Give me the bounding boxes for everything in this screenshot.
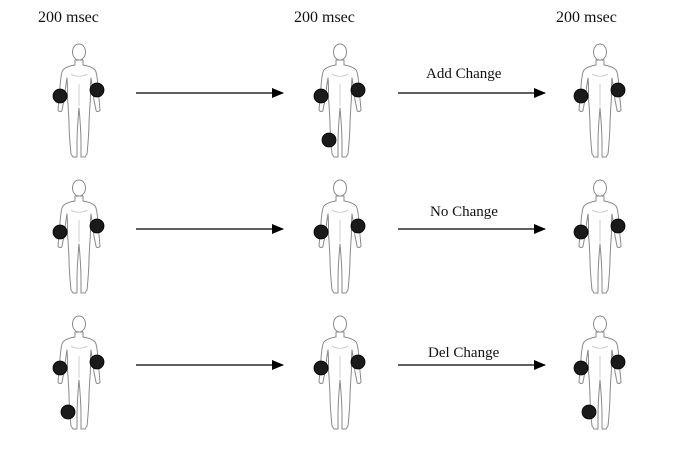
figure-head — [333, 43, 347, 61]
stimulus-dot-left-hand — [52, 360, 68, 376]
figure-detail — [591, 73, 609, 106]
body-figure-r1-c2 — [313, 43, 366, 158]
figure-head — [333, 315, 347, 333]
body-figure-r2-c1 — [52, 179, 105, 294]
stimulus-dot-left-hand — [573, 360, 589, 376]
stimulus-dot-right-hand — [350, 354, 366, 370]
figure-head — [593, 315, 607, 333]
stimulus-dot-left-hand — [52, 224, 68, 240]
stimulus-dot-right-hand — [350, 82, 366, 98]
stimulus-dot-right-foot — [321, 132, 337, 148]
stimulus-dot-right-hand — [350, 218, 366, 234]
figure-body — [578, 195, 622, 294]
body-figure-r2-c2 — [313, 179, 366, 294]
stimulus-dot-right-hand — [89, 354, 105, 370]
figure-head — [72, 43, 86, 61]
stimulus-dot-left-hand — [573, 88, 589, 104]
stimulus-dot-left-hand — [52, 88, 68, 104]
figure-detail — [591, 209, 609, 242]
figure-detail — [331, 345, 349, 378]
figure-body — [578, 59, 622, 158]
stimulus-dot-left-hand — [313, 224, 329, 240]
stimulus-dot-left-hand — [313, 360, 329, 376]
figure-head — [72, 179, 86, 197]
column-header-2: 200 msec — [294, 9, 355, 26]
stimulus-dot-left-hand — [573, 224, 589, 240]
figure-detail — [70, 345, 88, 378]
stimulus-dot-right-hand — [89, 82, 105, 98]
stimulus-dot-right-hand — [610, 82, 626, 98]
arrow-label-no-change: No Change — [430, 204, 498, 220]
stimulus-dot-right-foot — [60, 404, 76, 420]
body-figure-r2-c3 — [573, 179, 626, 294]
figure-body — [318, 195, 362, 294]
figure-head — [72, 315, 86, 333]
figure-body — [578, 331, 622, 430]
stimulus-dot-right-foot — [581, 404, 597, 420]
figure-body — [57, 195, 101, 294]
figure-detail — [591, 345, 609, 378]
figure-detail — [331, 73, 349, 106]
stimulus-dot-right-hand — [610, 218, 626, 234]
figure-head — [593, 179, 607, 197]
column-header-1: 200 msec — [38, 9, 99, 26]
figure-head — [593, 43, 607, 61]
arrow-label-del-change: Del Change — [428, 345, 500, 361]
figure-detail — [70, 209, 88, 242]
stimulus-dot-right-hand — [89, 218, 105, 234]
figure-body — [318, 59, 362, 158]
column-header-3: 200 msec — [556, 9, 617, 26]
body-figure-r3-c2 — [313, 315, 366, 430]
figure-body — [318, 331, 362, 430]
body-figure-r3-c1 — [52, 315, 105, 430]
figure-head — [333, 179, 347, 197]
body-figure-r1-c3 — [573, 43, 626, 158]
figure-body — [57, 331, 101, 430]
body-figure-r1-c1 — [52, 43, 105, 158]
figure-body — [57, 59, 101, 158]
stimulus-dot-left-hand — [313, 88, 329, 104]
arrow-label-add-change: Add Change — [426, 66, 502, 82]
figure-detail — [70, 73, 88, 106]
figure-detail — [331, 209, 349, 242]
body-figure-r3-c3 — [573, 315, 626, 430]
stimulus-dot-right-hand — [610, 354, 626, 370]
